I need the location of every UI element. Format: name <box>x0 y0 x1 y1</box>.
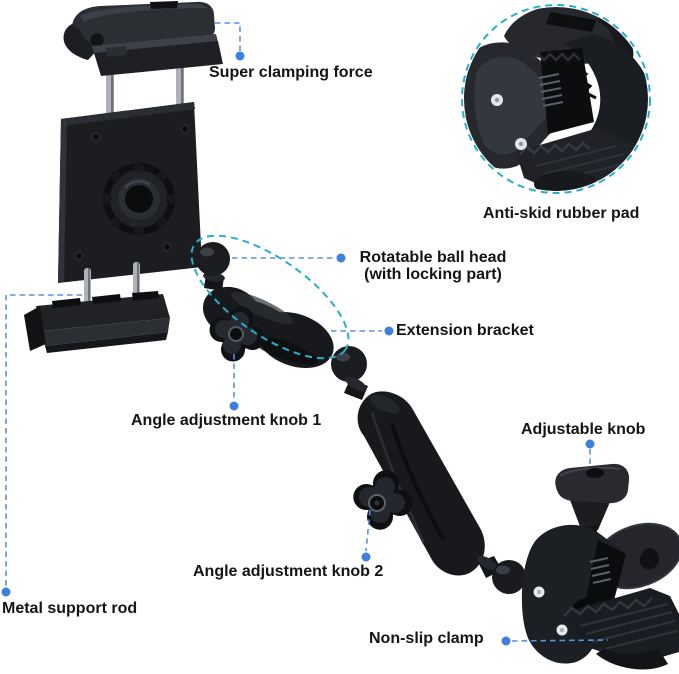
callout-dot <box>336 253 346 263</box>
ball-head-3 <box>477 556 526 594</box>
mounting-plate <box>58 102 202 283</box>
inset-clamp-closeup <box>464 7 648 191</box>
callout-dot <box>585 439 595 449</box>
bottom-tray <box>24 291 170 353</box>
ball-socket <box>102 162 176 236</box>
callout-leaders <box>1 22 609 646</box>
callout-dot <box>229 401 239 411</box>
label-non-slip-clamp: Non-slip clamp <box>369 630 484 647</box>
angle-adjustment-knob-2-part <box>353 470 413 530</box>
label-rotatable-ball-head-line2: (with locking part) <box>364 266 502 283</box>
label-extension-bracket: Extension bracket <box>396 322 534 339</box>
label-super-clamping-force: Super clamping force <box>209 64 373 81</box>
inset-dashed-border <box>461 4 651 194</box>
extension-bracket-assembly <box>196 242 368 400</box>
callout-dot <box>361 552 371 562</box>
callout-dot <box>1 587 11 597</box>
callout-dot <box>384 326 394 336</box>
bracket-highlight-ellipse <box>190 234 350 360</box>
pole-clamp <box>521 463 679 670</box>
top-clamp <box>63 1 223 76</box>
ball-head-1 <box>196 242 230 291</box>
leader-metal-support-rod <box>5 294 82 586</box>
label-adjustable-knob: Adjustable knob <box>521 421 646 438</box>
label-angle-adjustment-knob-1: Angle adjustment knob 1 <box>131 412 322 429</box>
label-rotatable-ball-head-line1: Rotatable ball head <box>359 249 507 266</box>
callout-dot <box>235 51 245 61</box>
leader-non-slip-clamp <box>511 639 609 642</box>
label-rotatable-ball-head: Rotatable ball head (with locking part) <box>346 249 520 283</box>
callout-dot <box>501 636 511 646</box>
label-angle-adjustment-knob-2: Angle adjustment knob 2 <box>193 563 384 580</box>
inset-detail-circle <box>461 4 651 194</box>
label-anti-skid-rubber-pad: Anti-skid rubber pad <box>483 205 640 222</box>
tablet-holder <box>24 1 223 353</box>
label-metal-support-rod: Metal support rod <box>2 600 138 617</box>
ball-head-2 <box>331 346 368 400</box>
adjustment-arm <box>353 391 526 594</box>
leader-angle-adjustment-knob-2 <box>365 509 371 552</box>
